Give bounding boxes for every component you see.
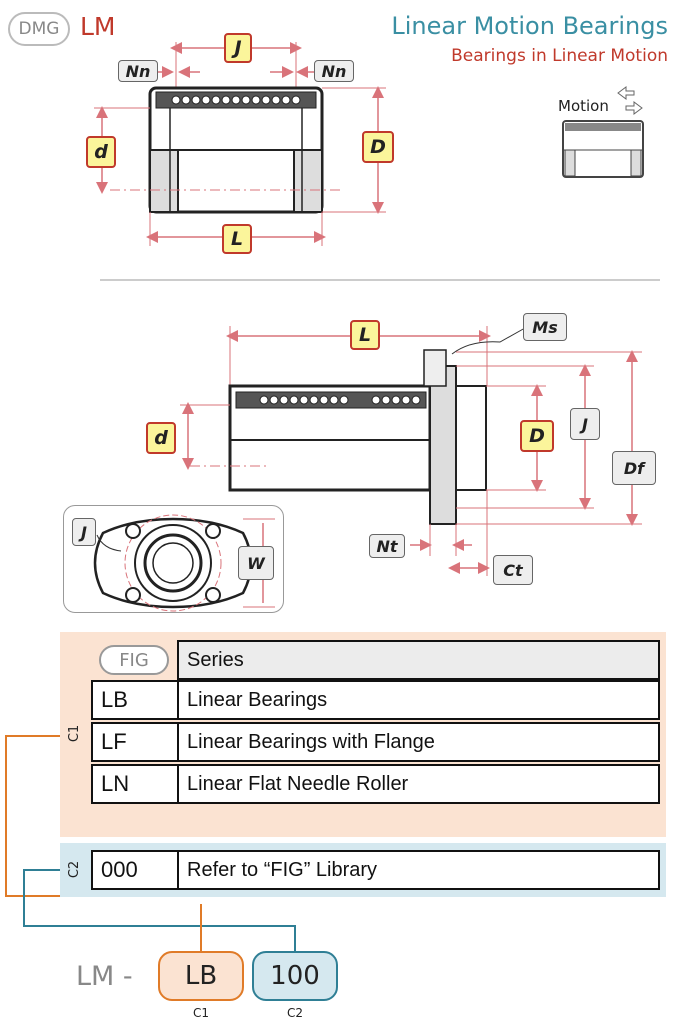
code-connector-lines [5,735,296,952]
series-header: Series [177,640,660,680]
table-row[interactable]: LB Linear Bearings [91,680,660,720]
page-subtitle: Bearings in Linear Motion [451,46,668,66]
ball-row [171,95,301,105]
series-description: Linear Bearings [187,688,328,711]
dim-label-nt: Nt [369,534,405,558]
series-code: LF [93,724,179,760]
table-row[interactable]: LN Linear Flat Needle Roller [91,764,660,804]
dim-label-l-flange: L [350,320,380,350]
dim-label-j-flange: J [570,408,600,440]
dim-label-j-end: J [72,518,96,546]
dim-label-df: Df [612,451,656,485]
linear-bearing-drawing [94,42,644,246]
part-number-prefix: LM - [76,961,133,992]
brand-logo: DMG [8,12,70,46]
dim-label-big-d-flange: D [520,420,554,452]
series-code: LN [93,766,179,802]
motion-label: Motion [558,97,609,115]
size-description: Refer to “FIG” Library [187,858,378,881]
series-header-row: FIG Series [91,640,660,680]
page-title: Linear Motion Bearings [391,12,668,40]
dim-label-d-flange: d [146,422,176,454]
series-description: Linear Bearings with Flange [187,730,435,753]
mounting-screw [423,349,447,387]
series-code: LB [93,682,179,718]
motion-thumbnail [562,86,644,178]
part-number-c1-box[interactable]: LB [158,951,244,1001]
part-number-c1-label: C1 [192,1006,209,1020]
fig-label: FIG [99,645,169,675]
table-row[interactable]: LF Linear Bearings with Flange [91,722,660,762]
dim-label-d-top: d [86,136,116,168]
dim-label-j-top: J [224,33,252,63]
part-number-c2-label: C2 [286,1006,303,1020]
dim-label-ms: Ms [523,313,567,341]
model-code: LM [80,12,116,41]
dim-label-nn-left: Nn [118,60,158,82]
part-number-c2-box[interactable]: 100 [252,951,338,1001]
series-description: Linear Flat Needle Roller [187,772,409,795]
dim-label-ct: Ct [493,555,533,585]
section-divider [100,279,660,281]
table-row[interactable]: 000 Refer to “FIG” Library [91,850,660,890]
dim-label-l-top: L [222,224,252,254]
size-code: 000 [93,852,179,888]
dim-label-big-d-top: D [362,131,394,163]
flange-end-view [93,514,275,612]
dim-label-w: W [238,546,274,580]
dim-label-nn-right: Nn [314,60,354,82]
